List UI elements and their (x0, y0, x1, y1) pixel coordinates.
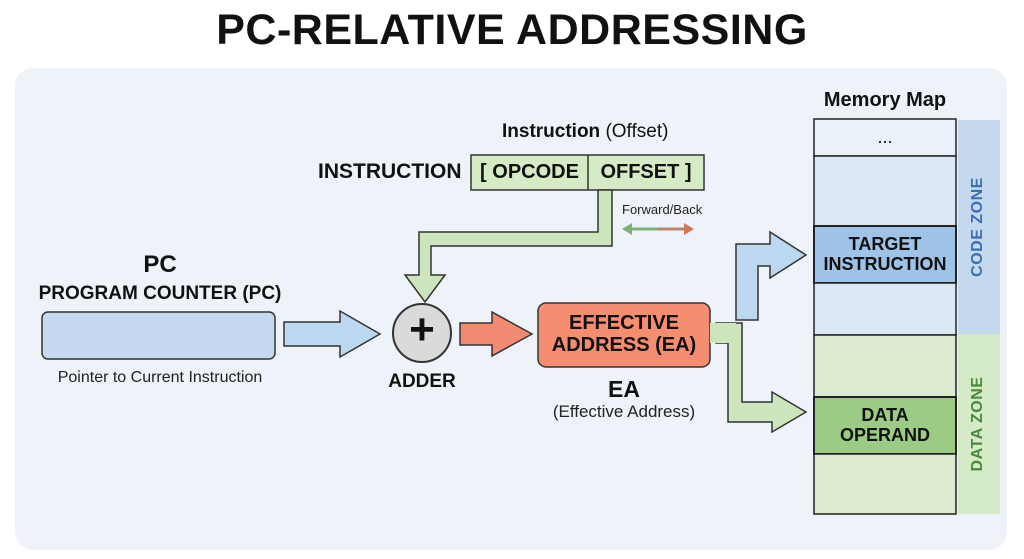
data-zone-label: DATA ZONE (969, 376, 986, 472)
instruction-offset-field: OFFSET ] (600, 160, 692, 183)
instruction-opcode-field: [ OPCODE (480, 160, 579, 183)
ea-box-line1: EFFECTIVE (568, 312, 679, 335)
data-line2: OPERAND (839, 424, 930, 445)
instruction-heading-normal: (Offset) (605, 121, 669, 142)
data-zone-strip (958, 334, 1000, 514)
instruction-heading-bold: Instruction (502, 121, 601, 142)
adder-label: ADDER (388, 371, 456, 392)
data-line1: DATA (861, 405, 909, 426)
ea-box-line2: ADDRESS (EA) (551, 334, 697, 356)
code-zone-label: CODE ZONE (969, 177, 986, 277)
memory-map-title: Memory Map (823, 89, 947, 111)
memory-cell-code-2 (813, 282, 957, 336)
pc-short-label: PC (143, 251, 177, 278)
target-line1: TARGET (848, 234, 922, 255)
memory-cell-top (813, 118, 957, 157)
pc-register-box (41, 311, 276, 360)
ea-caption: (Effective Address) (552, 402, 696, 421)
pc-to-adder-arrow (283, 309, 382, 359)
ea-connector (710, 323, 736, 343)
memory-top-cell-text: ... (877, 126, 893, 147)
memory-cell-code-1 (813, 155, 957, 227)
instruction-side-label: INSTRUCTION (318, 160, 462, 183)
offset-to-adder-arrow (403, 189, 613, 304)
target-instruction-text: TARGET INSTRUCTION (814, 226, 956, 283)
instruction-heading: Instruction (Offset) (502, 121, 668, 143)
pc-long-label: PROGRAM COUNTER (PC) (38, 283, 282, 304)
adder-plus-icon: + (409, 305, 435, 354)
ea-short-label: EA (608, 376, 640, 402)
forward-back-arrow (622, 223, 694, 235)
adder-circle (392, 303, 452, 363)
memory-map (813, 118, 957, 515)
forward-back-label: Forward/Back (622, 202, 703, 217)
adder-to-ea-arrow (459, 310, 534, 358)
ea-box-text: EFFECTIVE ADDRESS (EA) (538, 303, 710, 367)
memory-cell-data-2 (813, 453, 957, 515)
page-title: PC-RELATIVE ADDRESSING (216, 6, 808, 54)
pc-caption: Pointer to Current Instruction (57, 369, 263, 386)
target-line2: INSTRUCTION (823, 253, 947, 274)
data-operand-text: DATA OPERAND (814, 397, 956, 454)
ea-to-target-arrow (735, 230, 808, 321)
memory-cell-data-1 (813, 334, 957, 398)
code-zone-strip (958, 120, 1000, 334)
